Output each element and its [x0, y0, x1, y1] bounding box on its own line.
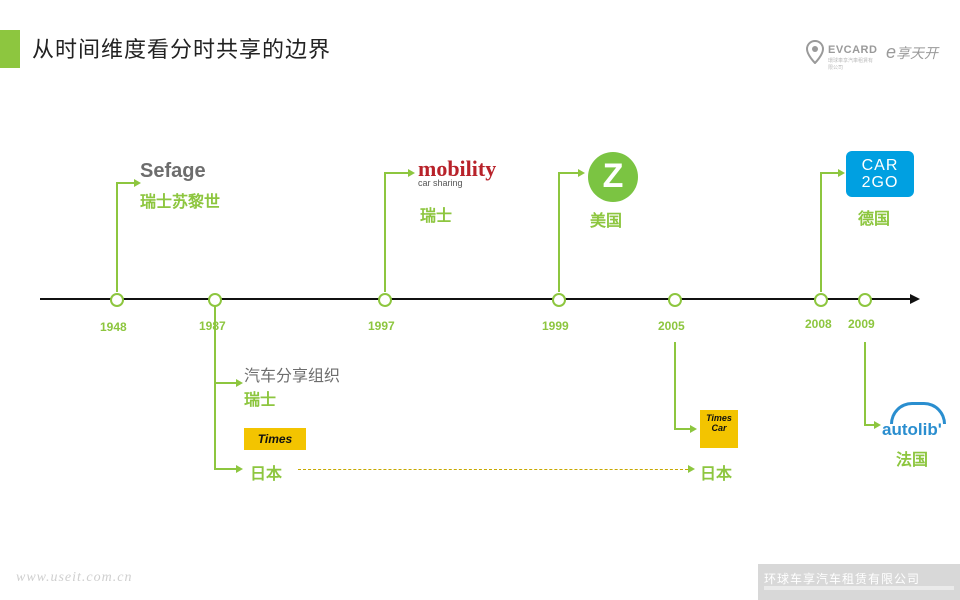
second-brand-logo: e享天开: [886, 42, 938, 63]
connector-2008: [820, 172, 822, 292]
timeline-axis: [40, 298, 912, 300]
arrowhead: [688, 465, 695, 473]
timeline-arrow: [910, 294, 920, 304]
connector-2009-h: [864, 424, 874, 426]
evcard-logo-text: EVCARD: [828, 44, 878, 56]
connector-1987: [214, 306, 216, 470]
year-label: 1997: [368, 319, 395, 333]
arrowhead: [408, 169, 415, 177]
timeline-node-2008: [814, 293, 828, 307]
arrowhead: [838, 169, 845, 177]
mobility-country: 瑞士: [420, 206, 453, 225]
mobility-logo-text: mobility: [418, 156, 497, 181]
watermark: www.useit.com.cn: [16, 570, 133, 585]
location-pin-icon: [806, 40, 824, 64]
autolib-logo: autolib': [880, 402, 956, 442]
times-car-logo: Times Car: [700, 410, 738, 448]
org-1987-country-japan: 日本: [250, 464, 283, 483]
autolib-logo-text: autolib': [882, 420, 942, 439]
footer-box: 环球车享汽车租赁有限公司: [758, 564, 960, 600]
evcard-logo-subtitle: 環球車享汽車租賃有限公司: [828, 58, 874, 71]
arrowhead: [134, 179, 141, 187]
org-1987-country: 瑞士: [244, 390, 277, 409]
page-title: 从时间维度看分时共享的边界: [32, 38, 332, 63]
year-label: 2005: [658, 319, 685, 333]
footer-fine-print: [764, 586, 954, 590]
zipcar-logo: Z: [588, 152, 638, 202]
timeline-node-2005: [668, 293, 682, 307]
car2go-country: 德国: [858, 209, 891, 228]
year-label: 1987: [199, 319, 226, 333]
sefage-country: 瑞士苏黎世: [140, 192, 221, 211]
connector-2005-h: [674, 428, 690, 430]
connector-1999: [558, 172, 560, 292]
car2go-logo-line2: 2GO: [861, 174, 899, 191]
sefage-logo: Sefage: [140, 160, 206, 182]
year-label: 2008: [805, 317, 832, 331]
connector-2005: [674, 342, 676, 428]
timeline-node-2009: [858, 293, 872, 307]
arrowhead: [578, 169, 585, 177]
connector-1987-h1: [214, 382, 236, 384]
car2go-logo-line1: CAR: [861, 157, 899, 174]
times-2005-country: 日本: [700, 464, 733, 483]
timeline-node-1999: [552, 293, 566, 307]
footer-text: 环球车享汽车租赁有限公司: [764, 572, 921, 586]
evcard-logo: EVCARD 環球車享汽車租賃有限公司: [806, 40, 878, 71]
connector-1948: [116, 182, 118, 292]
connector-1997-h: [384, 172, 408, 174]
mobility-logo-subtitle: car sharing: [418, 178, 463, 188]
second-brand-text: 享天开: [896, 45, 939, 61]
timeline-node-1987: [208, 293, 222, 307]
timeline-node-1948: [110, 293, 124, 307]
title-accent-bar: [0, 30, 20, 68]
arrowhead: [874, 421, 881, 429]
year-label: 2009: [848, 317, 875, 331]
arrowhead: [236, 465, 243, 473]
connector-2008-h: [820, 172, 838, 174]
org-1987-name: 汽车分享组织: [244, 366, 341, 385]
year-label: 1948: [100, 320, 127, 334]
dashed-connector: [298, 469, 688, 470]
connector-1948-h: [116, 182, 134, 184]
year-label: 1999: [542, 319, 569, 333]
timeline-node-1997: [378, 293, 392, 307]
autolib-country: 法国: [896, 450, 929, 469]
mobility-logo: mobility car sharing: [418, 156, 496, 188]
e-icon: e: [886, 42, 897, 62]
connector-1997: [384, 172, 386, 292]
connector-1999-h: [558, 172, 578, 174]
connector-2009: [864, 342, 866, 426]
car2go-logo: CAR 2GO: [846, 151, 914, 197]
arrowhead: [690, 425, 697, 433]
connector-1987-h2: [214, 468, 236, 470]
zipcar-country: 美国: [590, 211, 623, 230]
times-logo: Times: [244, 428, 306, 450]
arrowhead: [236, 379, 243, 387]
